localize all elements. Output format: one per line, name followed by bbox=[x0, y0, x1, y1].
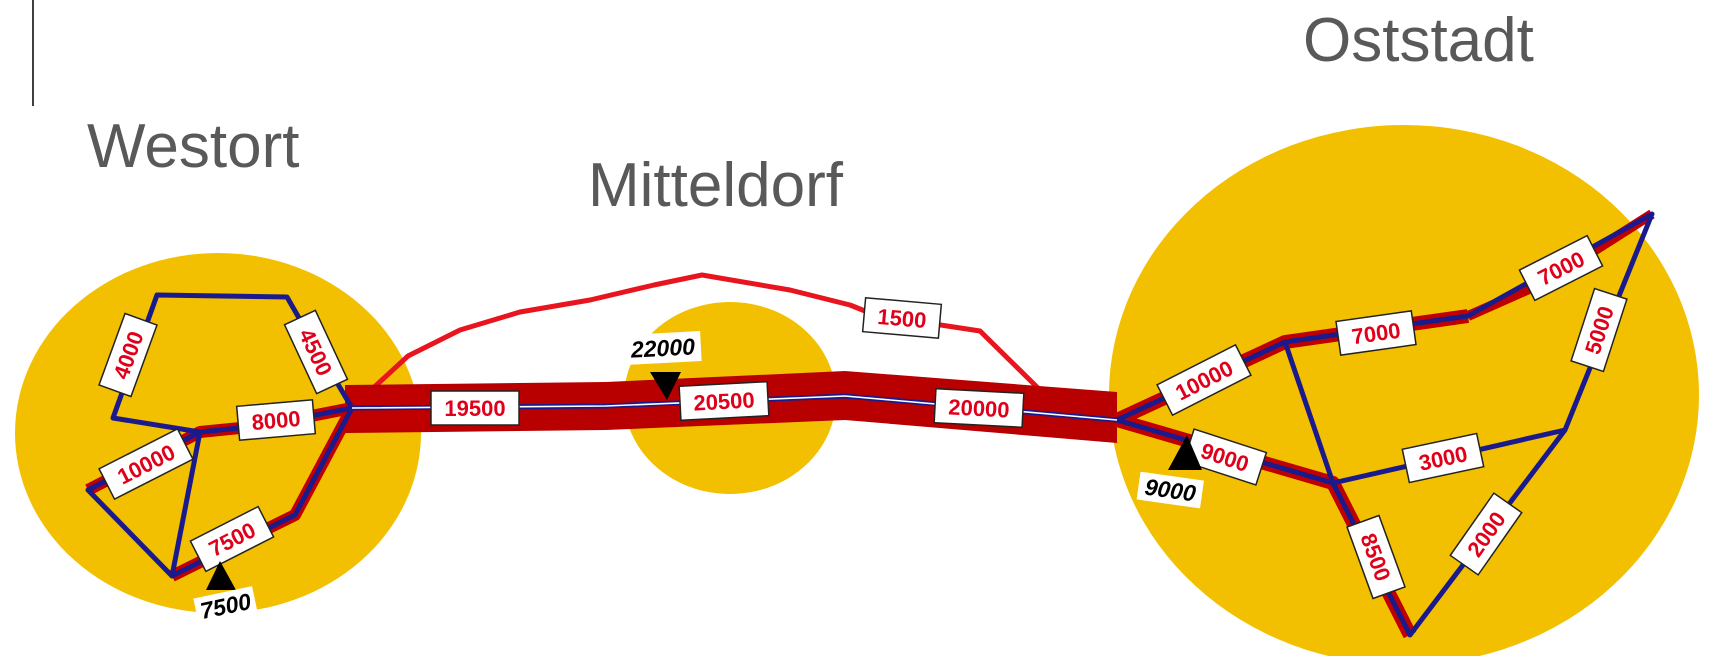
volume-label-east-center-3000: 3000 bbox=[1401, 432, 1485, 484]
marker-label: 22000 bbox=[629, 333, 695, 362]
volume-label-corridor-middle: 20500 bbox=[678, 380, 770, 422]
volume-label-west-link-8000: 8000 bbox=[235, 398, 317, 442]
volume-label-east-entry-9000: 9000 bbox=[1182, 428, 1268, 486]
volume-text: 8000 bbox=[251, 406, 302, 435]
volume-text: 1500 bbox=[876, 304, 927, 333]
left-divider bbox=[32, 0, 34, 106]
volume-label-east-north-7000-a: 7000 bbox=[1335, 310, 1417, 356]
marker-triangle bbox=[650, 372, 681, 400]
volume-label-corridor-west: 19500 bbox=[430, 390, 520, 426]
volume-text: 20500 bbox=[693, 387, 755, 415]
town-label-middle: Mitteldorf bbox=[588, 151, 843, 220]
volume-text: 20000 bbox=[948, 394, 1010, 422]
town-label-east: Oststadt bbox=[1303, 6, 1534, 75]
source-marker-east: 9000 bbox=[1136, 435, 1204, 509]
volume-labels: 4000 4500 8000 10000 7500 19500 bbox=[98, 234, 1628, 600]
volume-text: 19500 bbox=[444, 396, 505, 421]
bypass-road bbox=[356, 272, 1114, 423]
volume-label-bypass: 1500 bbox=[861, 296, 943, 340]
source-marker-middle: 22000 bbox=[624, 331, 702, 400]
volume-label-corridor-east: 20000 bbox=[933, 387, 1025, 429]
source-markers: 7500 22000 9000 bbox=[193, 331, 1204, 626]
source-marker-west: 7500 bbox=[193, 561, 258, 626]
town-label-west: Westort bbox=[87, 112, 300, 181]
marker-triangle bbox=[1168, 435, 1202, 470]
marker-triangle bbox=[206, 561, 236, 590]
